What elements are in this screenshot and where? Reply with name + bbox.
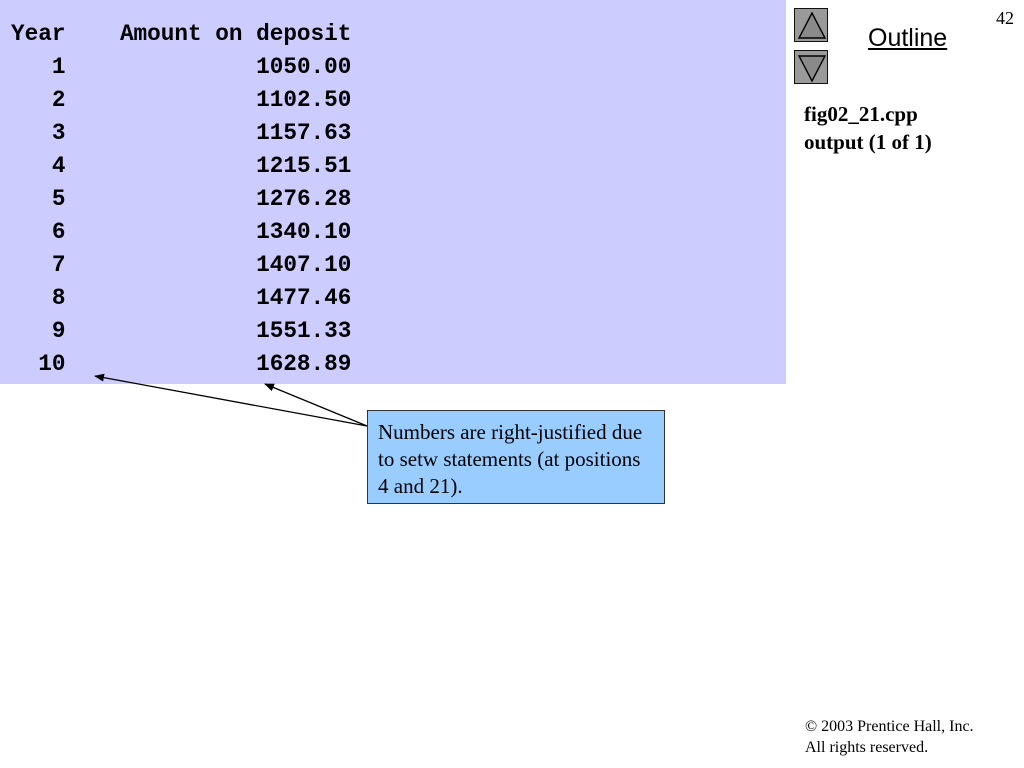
output-row: 8 1477.46 (11, 284, 352, 312)
year-value: 8 (51, 285, 66, 311)
year-value: 9 (51, 318, 66, 344)
output-row: 3 1157.63 (11, 119, 352, 147)
page-number: 42 (996, 8, 1014, 28)
amount-value: 1477.46 (256, 285, 352, 311)
amount-value: 1628.89 (256, 351, 352, 377)
year-value: 6 (51, 219, 66, 245)
triangle-down-icon (797, 55, 827, 83)
year-value: 4 (51, 153, 66, 179)
previous-slide-button[interactable] (794, 8, 828, 42)
output-row: 9 1551.33 (11, 317, 352, 345)
amount-value: 1050.00 (256, 54, 352, 80)
callout-text: Numbers are right-justified due to setw … (378, 420, 643, 498)
arrow-to-amount-column (264, 383, 368, 427)
copyright-line: © 2003 Prentice Hall, Inc. (805, 718, 974, 735)
year-value: 2 (51, 87, 66, 113)
figure-caption: output (1 of 1) (804, 130, 932, 154)
amount-value: 1551.33 (256, 318, 352, 344)
next-slide-button[interactable] (794, 50, 828, 84)
output-row: 6 1340.10 (11, 218, 352, 246)
year-value: 7 (51, 252, 66, 278)
output-row: 7 1407.10 (11, 251, 352, 279)
year-value: 10 (38, 351, 66, 377)
output-row: 10 1628.89 (11, 350, 351, 378)
amount-value: 1340.10 (256, 219, 352, 245)
figure-label: fig02_21.cpp output (1 of 1) (804, 100, 932, 156)
copyright-notice: © 2003 Prentice Hall, Inc. All rights re… (805, 716, 974, 758)
year-value: 5 (51, 186, 66, 212)
output-header-row: Year Amount on deposit (11, 20, 351, 48)
rights-line: All rights reserved. (805, 739, 929, 756)
figure-filename: fig02_21.cpp (804, 102, 918, 126)
program-output-panel: Year Amount on deposit 1 1050.00 2 1102.… (0, 0, 786, 384)
amount-column-header: Amount on deposit (119, 21, 352, 47)
year-value: 1 (51, 54, 66, 80)
output-row: 5 1276.28 (11, 185, 352, 213)
amount-value: 1102.50 (256, 87, 352, 113)
output-row: 4 1215.51 (11, 152, 352, 180)
output-row: 1 1050.00 (11, 53, 352, 81)
amount-value: 1276.28 (256, 186, 352, 212)
year-value: 3 (51, 120, 66, 146)
callout-box: Numbers are right-justified due to setw … (367, 410, 665, 504)
output-row: 2 1102.50 (11, 86, 352, 114)
amount-value: 1215.51 (256, 153, 352, 179)
outline-link[interactable]: Outline (868, 24, 948, 52)
amount-value: 1157.63 (256, 120, 352, 146)
amount-value: 1407.10 (256, 252, 352, 278)
triangle-up-icon (797, 11, 827, 39)
year-column-header: Year (11, 21, 66, 47)
